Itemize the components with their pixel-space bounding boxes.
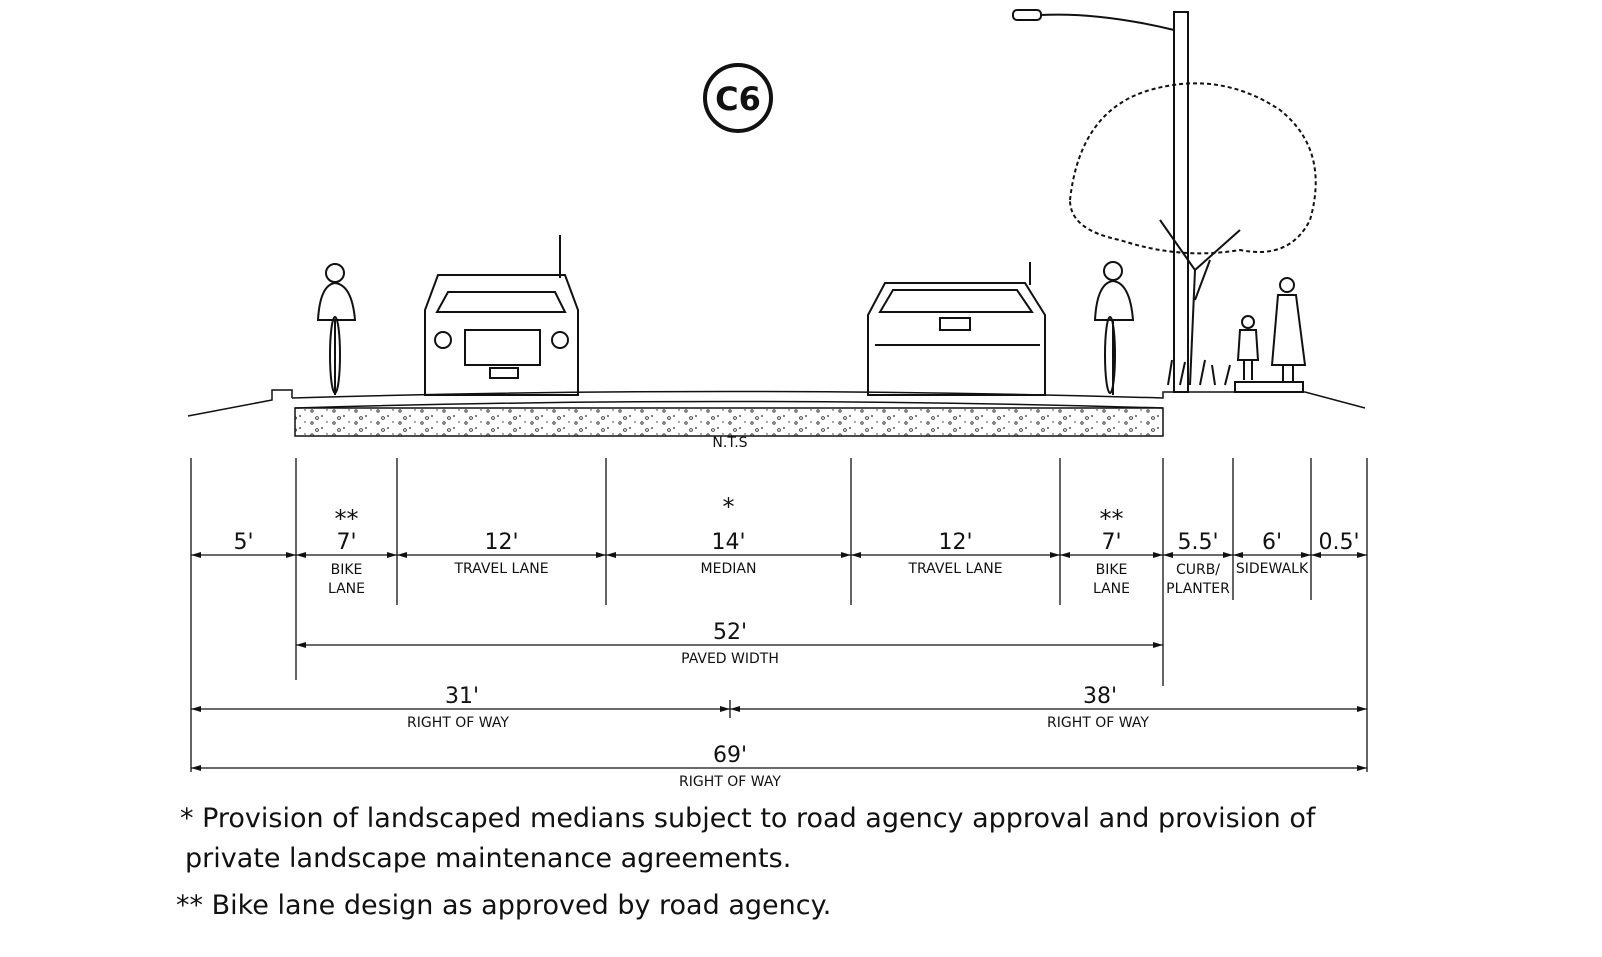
segment-dimension-value: 6' xyxy=(1262,530,1282,555)
segment-label: BIKE xyxy=(331,562,363,578)
car-front-view-icon xyxy=(424,235,579,396)
segment-label: PLANTER xyxy=(1166,581,1230,597)
street-light-icon xyxy=(1012,9,1189,393)
segment-label: BIKE xyxy=(1096,562,1128,578)
segment-dimension-value: 14' xyxy=(711,530,745,555)
segment-dimension-value: 5.5' xyxy=(1177,530,1218,555)
section-badge: C6 xyxy=(703,63,773,133)
footnote-median-cont: private landscape maintenance agreements… xyxy=(185,843,792,874)
cyclist-right-icon xyxy=(1093,261,1135,395)
segment-dimension-value: 5' xyxy=(233,530,253,555)
tree-icon xyxy=(1068,82,1317,386)
segment-dimension-value: 0.5' xyxy=(1318,530,1359,555)
road-profile xyxy=(187,389,1366,437)
row-right-value: 38' xyxy=(1083,684,1117,709)
paved-width-label: PAVED WIDTH xyxy=(681,651,779,667)
row-left-value: 31' xyxy=(445,684,479,709)
paved-width-value: 52' xyxy=(713,620,747,645)
car-rear-view-icon xyxy=(867,262,1046,396)
segment-label: CURB/ xyxy=(1176,562,1220,578)
segment-dimension-value: 7' xyxy=(336,530,356,555)
segment-dimension-value: 12' xyxy=(484,530,518,555)
row-total-value: 69' xyxy=(713,743,747,768)
segment-label: SIDEWALK xyxy=(1236,561,1309,577)
footnote-bike-lane: ** Bike lane design as approved by road … xyxy=(176,890,832,921)
segment-label: TRAVEL LANE xyxy=(907,561,1002,577)
row-right-label: RIGHT OF WAY xyxy=(1047,715,1149,731)
segment-dimension-value: 7' xyxy=(1101,530,1121,555)
row-total-label: RIGHT OF WAY xyxy=(679,774,781,790)
segment-footnote-marker: ** xyxy=(1100,505,1124,533)
segment-label: LANE xyxy=(328,581,365,597)
segment-dimension-value: 12' xyxy=(938,530,972,555)
segment-footnote-marker: * xyxy=(723,493,735,521)
footnote-median: * Provision of landscaped medians subjec… xyxy=(180,803,1316,834)
segment-label: TRAVEL LANE xyxy=(453,561,548,577)
segment-footnote-marker: ** xyxy=(335,505,359,533)
row-left-label: RIGHT OF WAY xyxy=(407,715,509,731)
pedestrians-icon xyxy=(1167,277,1307,393)
segment-label: LANE xyxy=(1093,581,1130,597)
section-label: C6 xyxy=(715,80,761,118)
cyclist-left-icon xyxy=(316,263,357,395)
segment-label: MEDIAN xyxy=(701,561,757,577)
scale-note: N.T.S xyxy=(712,435,747,451)
